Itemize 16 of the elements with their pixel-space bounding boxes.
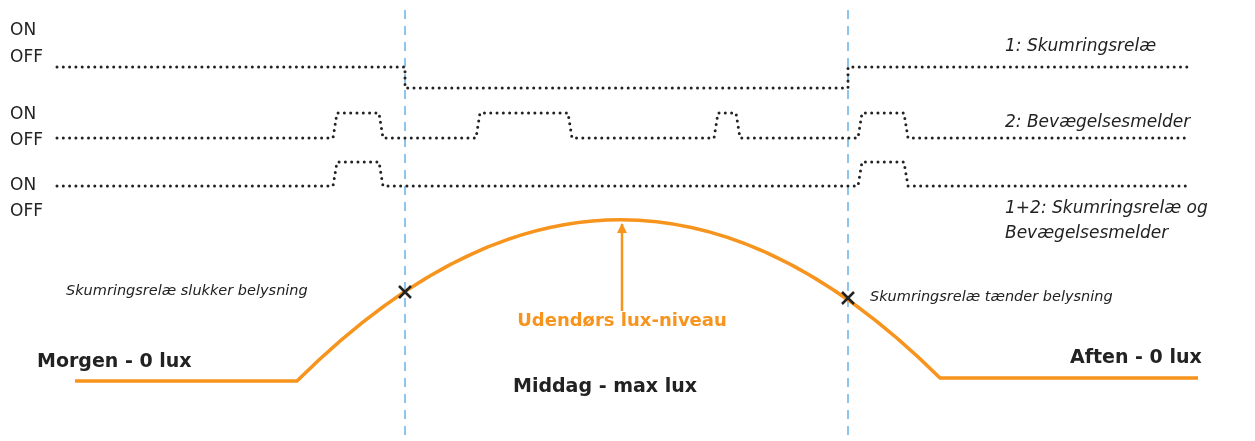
time-label: Morgen - 0 lux bbox=[37, 350, 192, 372]
annotation: Skumringsrelæ slukker belysning bbox=[66, 282, 308, 299]
signal-name: 1+2: Skumringsrelæ og Bevægelsesmelder bbox=[1005, 196, 1209, 244]
signal-name: 1: Skumringsrelæ bbox=[1005, 36, 1157, 56]
time-label: Middag - max lux bbox=[513, 375, 697, 397]
curve-label: Udendørs lux-niveau bbox=[517, 309, 727, 330]
state-label: OFF bbox=[10, 130, 43, 150]
state-label: ON bbox=[10, 104, 37, 124]
state-label: ON bbox=[10, 20, 37, 40]
time-label: Aften - 0 lux bbox=[1070, 346, 1202, 368]
arrow bbox=[617, 223, 627, 311]
annotation: Skumringsrelæ tænder belysning bbox=[870, 288, 1113, 305]
state-label: ON bbox=[10, 175, 37, 195]
signal-name: 2: Bevægelsesmelder bbox=[1005, 112, 1191, 132]
state-label: OFF bbox=[10, 201, 43, 221]
state-label: OFF bbox=[10, 47, 43, 67]
